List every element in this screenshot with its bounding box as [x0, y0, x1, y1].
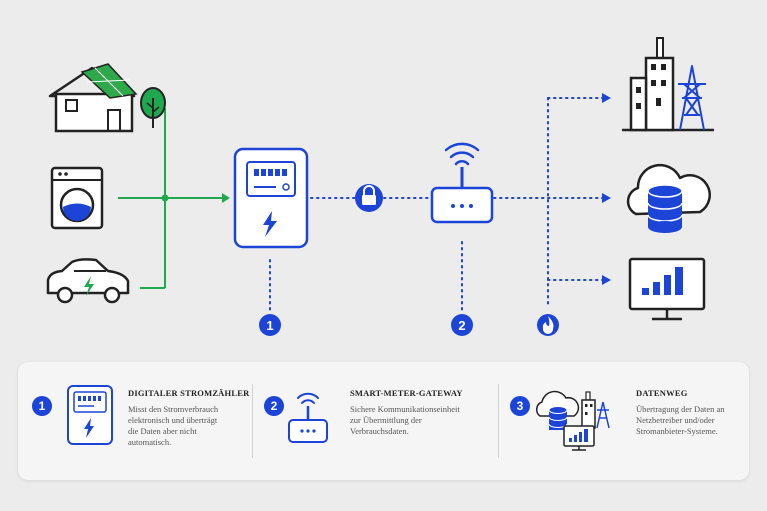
- smart-meter-icon: [67, 385, 113, 445]
- smart-meter-icon: [233, 147, 309, 249]
- legend-title-meter: DIGITALER STROMZÄHLER: [128, 388, 250, 398]
- cloud-database-icon: [626, 163, 711, 233]
- badge-2: 2: [451, 314, 473, 336]
- power-plant-icon: [622, 37, 714, 132]
- arrow-middle: [602, 193, 611, 203]
- legend-divider: [498, 384, 499, 458]
- legend-text-line: Verbrauchsdaten.: [350, 426, 409, 436]
- electric-car-icon: [46, 258, 130, 304]
- legend-item-gateway: 2 SMART-METER-GATEWAY Sichere Kommunikat…: [254, 362, 498, 480]
- arrow-bottom: [602, 275, 611, 285]
- legend-badge-1: 1: [32, 396, 52, 416]
- legend-text-line: Sichere Kommunikationseinheit: [350, 404, 460, 414]
- legend-text-line: elektronisch und überträgt: [128, 415, 218, 425]
- datapath-icons: [536, 390, 610, 451]
- energy-arrow: [222, 193, 230, 203]
- legend-title-datapath: DATENWEG: [636, 388, 688, 398]
- badge-1-label: 1: [266, 318, 273, 333]
- energy-lines: [118, 108, 222, 289]
- flame-icon: [537, 314, 559, 336]
- legend-text-line: zur Übermittlung der: [350, 415, 422, 425]
- legend-text-line: Misst den Stromverbrauch: [128, 404, 219, 414]
- gateway-router-icon: [430, 142, 494, 224]
- legend-text-line: die Daten aber nicht: [128, 426, 197, 436]
- legend-badge-3: 3: [510, 396, 530, 416]
- arrow-top: [602, 93, 611, 103]
- house-solar-icon: [48, 63, 138, 133]
- tree-icon: [140, 87, 166, 128]
- smart-meter-diagram: 1 2: [46, 37, 714, 336]
- badge-1: 1: [259, 314, 281, 336]
- legend-text-meter: Misst den Stromverbrauch elektronisch un…: [128, 404, 218, 448]
- legend-item-meter: 1 DIGITALER STROMZÄHLER Misst den Stromv…: [18, 362, 250, 480]
- lock-icon: [355, 184, 383, 212]
- legend-item-datapath: 3 DATENWEG Übertragung der Daten an: [500, 362, 749, 480]
- legend-text-line: Netzbetreiber und/oder: [636, 415, 715, 425]
- junction-dot: [161, 194, 169, 202]
- legend-text-line: automatisch.: [128, 437, 172, 447]
- legend-text-line: Übertragung der Daten an: [636, 404, 725, 414]
- legend-title-gateway: SMART-METER-GATEWAY: [350, 388, 463, 398]
- badge-2-label: 2: [458, 318, 465, 333]
- gateway-router-icon: [288, 392, 328, 443]
- data-lines: [269, 97, 605, 311]
- legend-panel: 1 DIGITALER STROMZÄHLER Misst den Stromv…: [18, 362, 749, 480]
- legend-text-line: Stromanbieter-Systeme.: [636, 426, 718, 436]
- washing-machine-icon: [50, 166, 104, 230]
- legend-divider: [252, 384, 253, 458]
- monitor-chart-icon: [628, 257, 706, 321]
- legend-text-datapath: Übertragung der Daten an Netzbetreiber u…: [636, 404, 725, 437]
- legend-badge-2: 2: [264, 396, 284, 416]
- legend-text-gateway: Sichere Kommunikationseinheit zur Übermi…: [350, 404, 460, 437]
